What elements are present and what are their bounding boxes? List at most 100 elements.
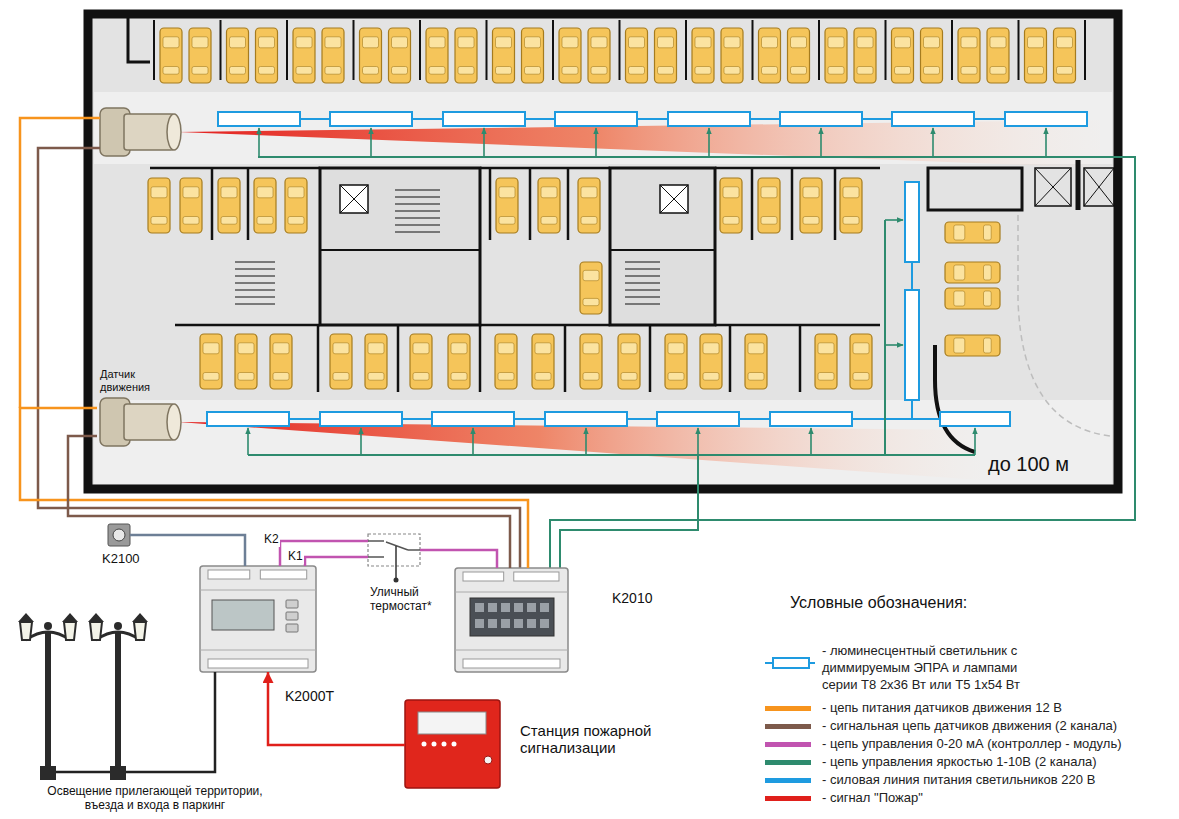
dimming-arrow (472, 428, 474, 455)
car-icon (227, 28, 249, 83)
wall (320, 249, 480, 251)
wall (247, 168, 250, 240)
shaft-cross (1084, 168, 1114, 206)
car-window (163, 67, 179, 75)
legend-sample (765, 655, 815, 675)
wire-connector (305, 557, 368, 566)
legend-text: - сигнальная цепь датчиков движения (2 к… (822, 718, 1167, 735)
node-label: Уличный термостат* (370, 586, 452, 614)
terminal-block (208, 659, 308, 668)
car-icon (189, 28, 211, 83)
car-icon (180, 178, 202, 233)
indicator (514, 603, 523, 612)
car-window (363, 37, 379, 48)
fire-panel-body (405, 700, 500, 788)
dimming-arrow (885, 219, 903, 221)
indicator (475, 603, 484, 612)
lamp-base (40, 766, 56, 780)
car-window (818, 373, 834, 381)
terminal-block (463, 659, 560, 668)
car-window (525, 37, 541, 48)
core-room (610, 168, 715, 325)
car-window (496, 67, 512, 75)
button (286, 600, 298, 608)
node-label: K2000T (285, 688, 375, 704)
car-icon (788, 28, 810, 83)
wall (1018, 20, 1020, 80)
car-window (257, 217, 273, 225)
car-window (990, 67, 1006, 75)
power-line (289, 418, 320, 420)
k2010-module: K2010 (455, 568, 568, 672)
car-icon (655, 28, 677, 83)
housing-ridge (200, 590, 316, 591)
wall (1076, 160, 1081, 210)
indicator (442, 742, 447, 747)
car-icon (496, 178, 518, 233)
wall (486, 20, 488, 80)
indicator (501, 603, 510, 612)
wall (395, 190, 440, 191)
lantern-cap (62, 613, 78, 622)
legend-row: - сигнальная цепь датчиков движения (2 к… (765, 718, 1170, 735)
wire-connector (130, 535, 245, 566)
car-window (695, 37, 711, 48)
car-icon (665, 334, 687, 389)
fluorescent-luminaire (443, 112, 525, 126)
car-window (761, 187, 777, 198)
car-icon (945, 262, 1000, 283)
car-window (392, 67, 408, 75)
power-line (525, 118, 555, 120)
car-icon (958, 28, 980, 83)
wall (489, 168, 492, 240)
car-icon (148, 178, 170, 233)
dimming-arrow (585, 428, 587, 455)
power-line (862, 118, 892, 120)
car-window (429, 67, 445, 75)
legend-text: - цепь управления 0-20 мА (контроллер - … (822, 736, 1167, 753)
housing-ridge (455, 592, 568, 593)
switch-symbol (368, 541, 420, 557)
wall (395, 211, 440, 212)
car-window (658, 67, 674, 75)
car-icon (254, 178, 276, 233)
lantern-cap (18, 613, 34, 622)
dimming-arrow (370, 128, 372, 157)
power-line (911, 262, 913, 290)
legend-swatch (765, 778, 811, 783)
wall (1084, 20, 1086, 80)
dimming-arrow (483, 128, 485, 157)
thermostat-frame (368, 534, 420, 566)
car-icon (626, 28, 648, 83)
module-panel (470, 598, 554, 636)
car-window (288, 187, 304, 198)
car-window (192, 37, 208, 48)
sensor-lens (167, 114, 181, 150)
car-icon (538, 178, 560, 233)
legend-sample-luminaire (773, 658, 809, 668)
wire-connector (280, 541, 368, 566)
ramp-wall (935, 345, 975, 452)
car-window (724, 67, 740, 75)
car-window (857, 37, 873, 48)
car-window (325, 37, 341, 48)
car-window (368, 343, 384, 354)
car-window (762, 67, 778, 75)
wall (395, 218, 440, 219)
legend-swatch (765, 796, 811, 801)
elevator-symbol (660, 185, 688, 213)
dimension-label: до 100 м (988, 453, 1069, 476)
fire-alarm-station: Станция пожарной сигнализации (405, 700, 500, 788)
car-icon (270, 334, 292, 389)
car-window (562, 67, 578, 75)
shaft-symbol (1035, 168, 1071, 206)
car-window (723, 187, 739, 198)
dimming-arrow (595, 128, 597, 157)
legend-row: - силовая линия питания светильников 220… (765, 772, 1170, 789)
car-window (333, 373, 349, 381)
fluorescent-luminaire (770, 412, 852, 426)
dimming-line (884, 220, 886, 455)
car-window (984, 338, 992, 353)
